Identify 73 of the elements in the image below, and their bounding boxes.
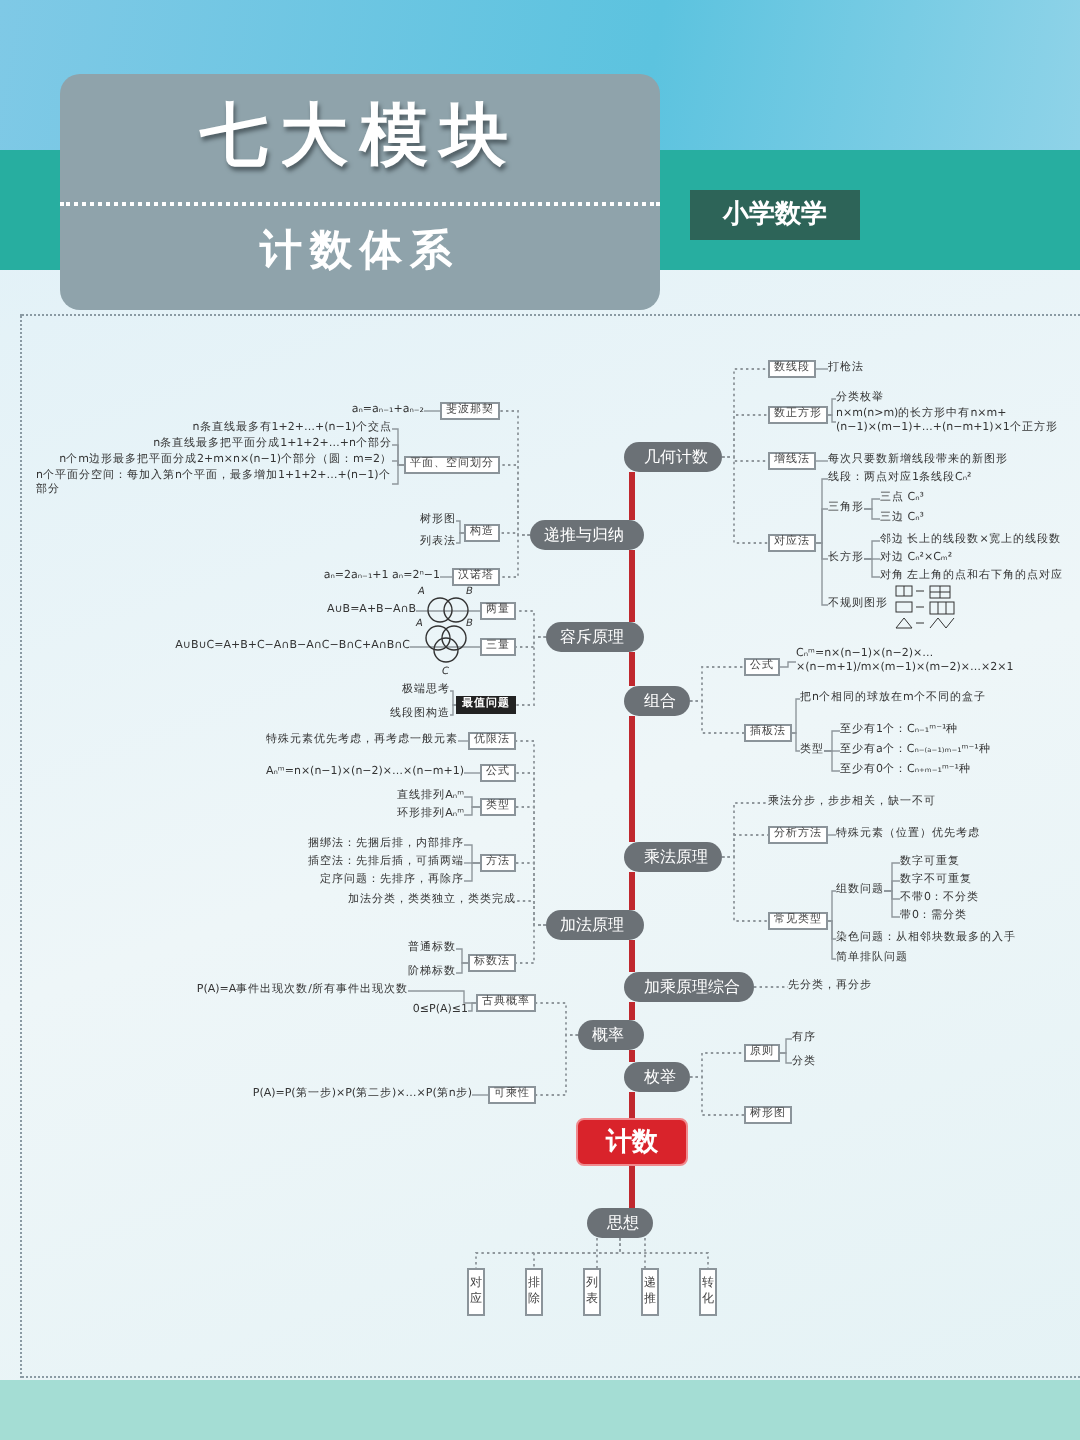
bracket-line [779,1052,793,1064]
bracket-line [779,661,797,668]
bracket-line [779,1038,793,1054]
spine-line [629,1002,635,1020]
bracket-line [791,732,801,752]
topic-pill: 容斥原理 [546,622,644,652]
topic-pill: 概率 [578,1020,644,1050]
bracket-line [863,508,881,520]
spine-line [629,1092,635,1118]
topic-pill: 思想 [587,1208,653,1238]
bracket-line [455,948,469,964]
bracket-line [455,532,465,544]
topic-pill: 组合 [624,686,690,716]
bracket-line [391,444,405,466]
bracket-line [407,990,477,1004]
branch-line [689,1076,745,1116]
bracket-line [423,410,441,412]
bracket-line [409,646,481,648]
bracket-line [827,920,837,960]
spine-line [629,940,635,972]
topic-pill: 几何计数 [624,442,722,472]
topic-pill: 加乘原理综合 [624,972,754,1002]
branch-line [515,636,547,706]
bracket-line [823,750,841,772]
bracket-line [391,464,405,485]
spine-line [629,652,635,686]
branch-line [535,1034,579,1096]
topic-pill: 枚举 [624,1062,690,1092]
branch-line [721,856,769,922]
bracket-line [827,398,837,416]
spine-line [629,716,635,842]
bracket-line [463,772,481,774]
bracket-line [449,704,457,716]
bracket-line [415,610,481,612]
bracket-line [815,460,829,462]
bracket-line [863,558,881,578]
topic-pill: 递推与归纳 [530,520,644,550]
bracket-line [457,740,469,742]
bracket-line [463,862,481,882]
bracket-line [467,1002,477,1012]
bracket-line [455,520,465,534]
bracket-line [471,1094,489,1096]
bracket-line [455,962,469,974]
branch-line [721,456,769,544]
title: 七大模块 [197,94,522,180]
bracket-line [827,834,837,836]
branch-line [619,1237,709,1269]
branch-line [515,924,547,964]
topic-pill: 乘法原理 [624,842,722,872]
bracket-line [827,414,837,423]
spine-line [629,472,635,520]
grade-tag: 小学数学 [690,190,860,240]
bracket-line [815,542,829,606]
spine-line [629,1166,635,1208]
branch-line [596,1237,598,1269]
branch-line [689,700,745,734]
bracket-line [791,698,801,734]
topic-pill: 加法原理 [546,910,644,940]
spine-line [629,1050,635,1062]
bracket-line [439,576,453,578]
bracket-line [883,890,901,918]
branch-line [753,986,789,988]
branch-line [499,534,531,578]
spine-line [629,550,635,622]
bracket-line [449,690,457,706]
subtitle: 计数体系 [257,224,462,278]
bracket-line [815,508,829,544]
central-topic: 计数 [576,1118,688,1166]
bracket-line [827,890,837,922]
spine-line [629,872,635,910]
bracket-line [463,806,481,816]
bracket-line [815,368,829,370]
branch-line [644,1237,646,1269]
